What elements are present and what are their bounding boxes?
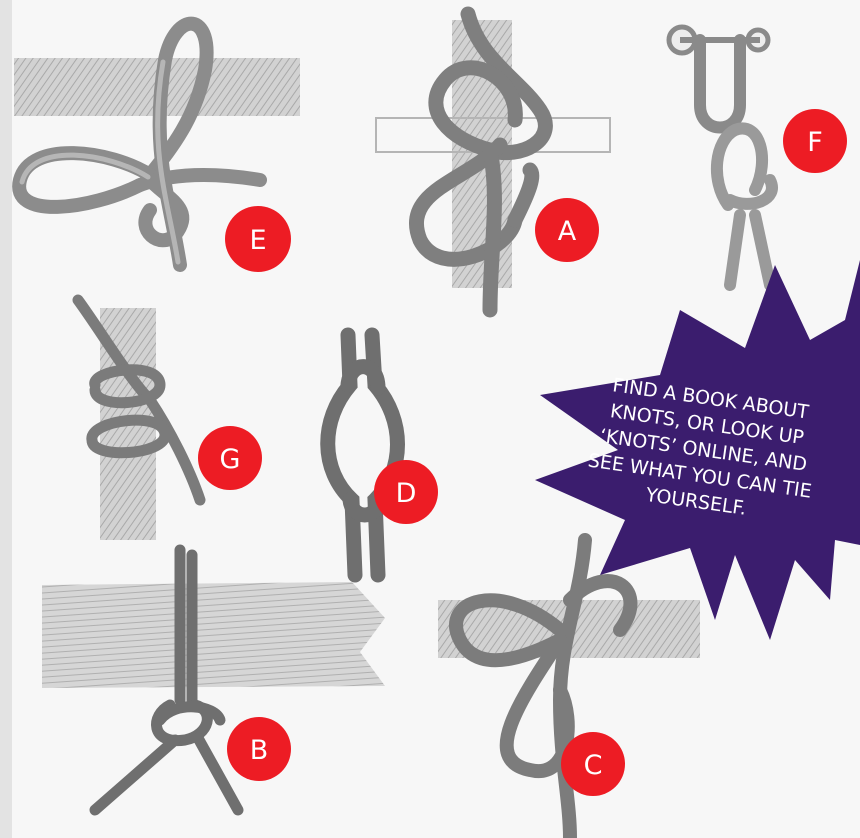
knot-a-figure — [376, 14, 610, 310]
badge-f-label: F — [807, 127, 823, 158]
badge-b: B — [227, 717, 291, 781]
badge-a: A — [535, 198, 599, 262]
badge-g: G — [198, 426, 262, 490]
badge-b-label: B — [250, 735, 269, 766]
page-edge-shadow — [0, 0, 12, 838]
knot-c-figure — [438, 540, 700, 838]
badge-f: F — [783, 109, 847, 173]
badge-g-label: G — [220, 444, 241, 475]
badge-d: D — [374, 460, 438, 524]
badge-d-label: D — [396, 478, 417, 509]
knot-g-figure — [78, 300, 200, 540]
badge-c-label: C — [584, 750, 603, 781]
badge-e: E — [225, 206, 291, 272]
badge-a-label: A — [558, 216, 577, 247]
knot-f-figure — [669, 27, 772, 285]
badge-e-label: E — [249, 225, 266, 256]
badge-c: C — [561, 732, 625, 796]
knot-b-figure — [42, 550, 385, 810]
knot-d-figure — [328, 335, 398, 575]
wooden-plank — [42, 582, 385, 688]
